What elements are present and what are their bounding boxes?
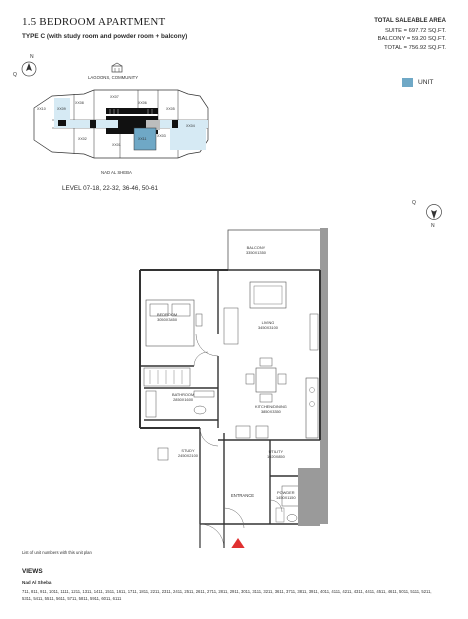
room-bathroom: BATHROOM 2850X1600 [172, 392, 195, 403]
room-powder-name: POWDER [277, 490, 295, 495]
suite-area: SUITE = 697.72 SQ.FT. [384, 27, 446, 34]
total-area: TOTAL = 756.92 SQ.FT. [384, 44, 446, 51]
unit-list-note: List of unit numbers with this unit plan [22, 550, 92, 555]
key-plan-top-label: LAGOONS, COMMUNITY [88, 75, 139, 80]
unit-label-xx09: XX09 [57, 107, 66, 111]
room-study-dims: 2450X2100 [178, 452, 198, 458]
unit-legend-swatch [402, 78, 413, 87]
balcony-area: BALCONY = 59.20 SQ.FT. [377, 36, 446, 42]
room-entrance: ENTRANCE [231, 493, 255, 499]
room-bedroom: BEDROOM 3050X3450 [157, 312, 178, 323]
key-plan-bottom-label: NAD AL SHEBA [101, 170, 132, 175]
unit-label-xx04: XX04 [186, 124, 195, 128]
level-range: LEVEL 07-18, 22-32, 36-46, 50-61 [62, 185, 159, 192]
room-bedroom-dims: 3050X3450 [157, 316, 177, 322]
room-bathroom-name: BATHROOM [172, 392, 195, 397]
unit-label-xx05: XX05 [166, 107, 175, 111]
saleable-area-heading: TOTAL SALEABLE AREA [374, 18, 446, 24]
unit-label-xx10: XX10 [37, 107, 46, 111]
room-kitchen-name: KITCHEN/DINING [255, 404, 287, 409]
room-balcony-dims: 3350X1350 [246, 249, 266, 255]
saleable-area: TOTAL SALEABLE AREA SUITE = 697.72 SQ.FT… [374, 17, 446, 52]
page-title: 1.5 BEDROOM APARTMENT [22, 16, 166, 28]
community-icon [111, 62, 123, 73]
compass-north-label: N [30, 54, 34, 60]
unit-legend-label: UNIT [418, 79, 434, 86]
unit-label-xx02: XX02 [78, 137, 87, 141]
room-bathroom-dims: 2850X1600 [173, 396, 194, 402]
room-powder-dims: 1450X1150 [276, 494, 296, 500]
room-powder: POWDER 1450X1150 [276, 490, 296, 501]
room-living: LIVING 3450X3100 [258, 320, 278, 331]
unit-label-xx07: XX07 [110, 95, 119, 99]
room-living-dims: 3450X3100 [258, 324, 278, 330]
room-entrance-name: ENTRANCE [231, 493, 255, 498]
unit-label-xx01: XX01 [112, 143, 121, 147]
room-study: STUDY 2450X2100 [178, 448, 198, 459]
page-subtitle: TYPE C (with study room and powder room … [22, 33, 188, 40]
unit-label-xx11: XX11 [138, 137, 147, 141]
key-plan [33, 89, 209, 159]
unit-label-xx08: XX08 [75, 101, 84, 105]
room-balcony: BALCONY 3350X1350 [246, 245, 266, 256]
compass-icon [21, 61, 37, 77]
room-utility-name: UTILITY [268, 449, 284, 454]
compass-q-mark: Q [13, 72, 17, 78]
unit-label-xx03: XX03 [157, 134, 166, 138]
compass-north-label-right: N [431, 223, 435, 229]
room-study-name: STUDY [181, 448, 195, 453]
unit-label-xx06: XX06 [138, 101, 147, 105]
compass-icon-right [426, 204, 442, 220]
room-living-name: LIVING [261, 320, 275, 325]
room-utility-dims: 1020X850 [267, 453, 285, 459]
views-location: Nad Al Sheba [22, 580, 52, 585]
room-kitchen-dims: 3850X3350 [260, 408, 281, 414]
room-bedroom-name: BEDROOM [157, 312, 178, 317]
room-utility: UTILITY 1020X850 [267, 449, 285, 460]
views-unit-list: 711, 811, 911, 1011, 1111, 1211, 1311, 1… [22, 589, 432, 601]
floor-plan [139, 228, 328, 548]
room-balcony-name: BALCONY [246, 245, 266, 250]
views-heading: VIEWS [22, 568, 43, 575]
unit-legend: UNIT [402, 78, 433, 87]
compass-q-mark-right: Q [412, 200, 416, 206]
room-kitchen-dining: KITCHEN/DINING 3850X3350 [255, 404, 287, 415]
